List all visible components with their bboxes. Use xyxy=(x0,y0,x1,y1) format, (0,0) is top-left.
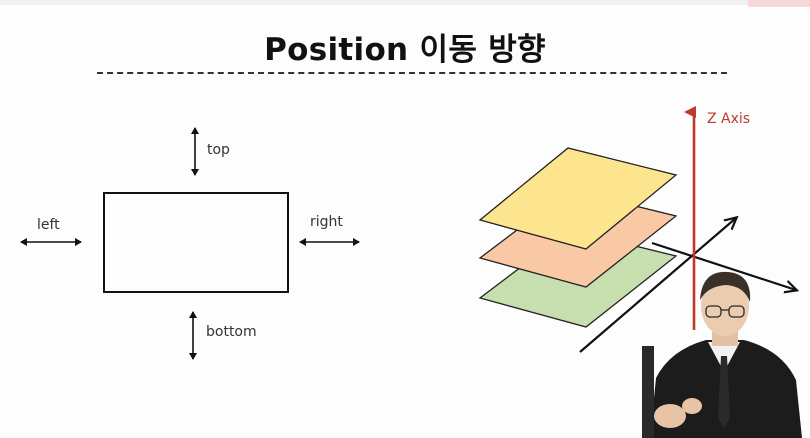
left-label: left xyxy=(37,217,60,233)
slide-title: Position 이동 방향 xyxy=(264,32,546,68)
horizontal-axis xyxy=(651,241,796,290)
right-label: right xyxy=(310,214,343,230)
title-divider xyxy=(97,72,727,74)
layer-diagram: Z Axis xyxy=(478,106,796,353)
top-strip-accent xyxy=(748,0,810,7)
presenter-video xyxy=(640,268,810,438)
presenter-figure xyxy=(642,271,802,438)
top-strip xyxy=(0,0,810,5)
depth-axis xyxy=(579,218,736,353)
box-diagram: top left right bottom xyxy=(20,127,360,360)
z-axis-label: Z Axis xyxy=(707,111,750,127)
element-box xyxy=(103,192,289,293)
top-layer xyxy=(478,147,678,250)
bottom-label: bottom xyxy=(206,324,257,340)
top-label: top xyxy=(207,142,230,158)
